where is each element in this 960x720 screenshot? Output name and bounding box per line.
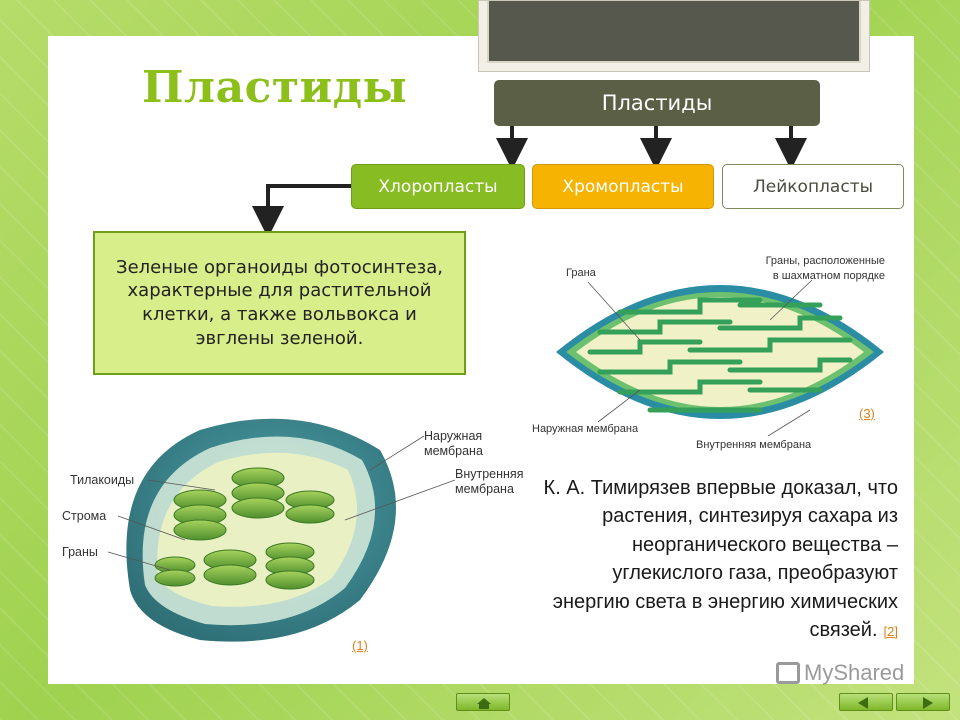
label-inner-membrane-1b: мембрана: [455, 482, 514, 496]
chloroplasts-box: Хлоропласты: [351, 164, 525, 209]
label-outer-membrane-3: Наружная мембрана: [532, 423, 639, 435]
label-inner-membrane-1a: Внутренняя: [455, 467, 523, 481]
label-grana: Граны: [62, 545, 98, 559]
arrow-left-icon: [858, 697, 868, 709]
plastids-root-box: Пластиды: [494, 80, 820, 126]
info-paragraph: К. А. Тимирязев впервые доказал, что рас…: [543, 477, 898, 641]
watermark-logo-icon: [776, 662, 800, 684]
label-outer-membrane-1a: Наружная: [424, 429, 482, 443]
figure3-leader-lines: [587, 279, 813, 437]
home-icon: [477, 698, 491, 709]
leucoplasts-box: Лейкопласты: [722, 164, 904, 209]
watermark: MyShared: [776, 660, 904, 686]
watermark-text: MyShared: [804, 660, 905, 685]
timiryazev-text: К. А. Тимирязев впервые доказал, что рас…: [540, 474, 898, 644]
top-frame: [478, 0, 870, 72]
label-stroma: Строма: [62, 509, 106, 523]
label-granum: Грана: [566, 267, 597, 279]
label-grana-checkerboard-2: в шахматном порядке: [773, 270, 885, 282]
arrow-to-description: [252, 184, 351, 238]
label-outer-membrane-1b: мембрана: [424, 444, 483, 458]
home-nav-button[interactable]: [456, 693, 510, 711]
thylakoid-stacks: [154, 467, 335, 590]
label-grana-checkerboard-1: Граны, расположенные: [766, 255, 885, 267]
figure1-leader-lines: [107, 435, 456, 571]
chloroplast-description: Зеленые органоиды фотосинтеза, характерн…: [93, 231, 466, 375]
arrow-right-icon: [923, 697, 933, 709]
label-inner-membrane-3: Внутренняя мембрана: [696, 439, 812, 451]
info-reference-link[interactable]: [2]: [883, 623, 898, 639]
label-thylakoids: Тилакоиды: [70, 473, 134, 487]
figure3-reference-link[interactable]: (3): [859, 406, 875, 421]
page-title: Пластиды: [142, 62, 408, 113]
top-frame-inner: [487, 1, 861, 63]
grana-lamellae: [587, 297, 853, 413]
figure1-reference-link[interactable]: (1): [352, 638, 368, 653]
prev-nav-button[interactable]: [839, 693, 893, 711]
next-nav-button[interactable]: [896, 693, 950, 711]
chromoplasts-box: Хромопласты: [532, 164, 714, 209]
